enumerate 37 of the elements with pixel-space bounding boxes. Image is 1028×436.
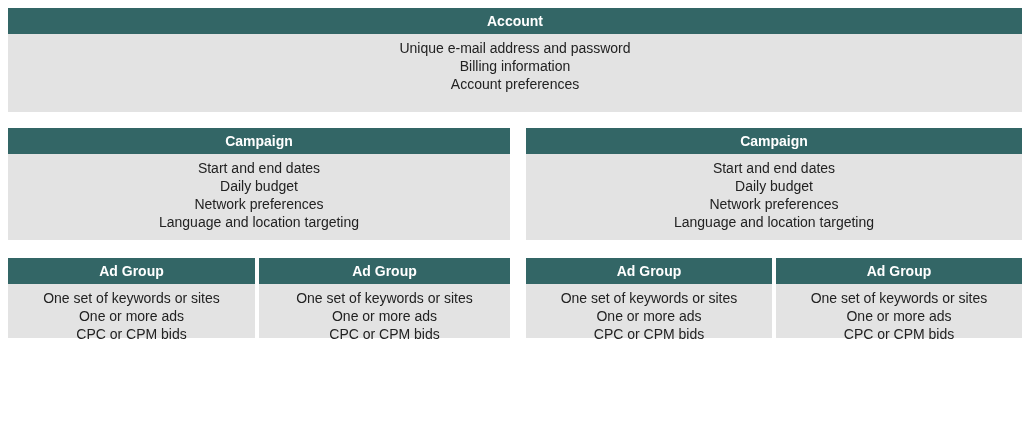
card-text: Daily budget [220,178,298,194]
info-card [526,258,772,338]
info-card [8,258,255,338]
card-text: One set of keywords or sites [560,290,738,306]
card-text: One or more ads [331,308,438,324]
card-header: Campaign [526,128,1022,154]
info-card [526,128,1022,240]
card-header: Ad Group [776,258,1022,284]
card-text: Network preferences [709,196,839,212]
card-text: Account preferences [450,76,580,92]
card-text: One set of keywords or sites [43,290,220,306]
card-text: Daily budget [735,178,813,194]
card-header: Ad Group [8,258,255,284]
card-text: Start and end dates [197,160,321,176]
card-text: One or more ads [846,308,952,324]
card-text: CPC or CPM bids [593,326,705,342]
info-card [8,8,1022,112]
card-text: One or more ads [596,308,702,324]
card-header: Ad Group [259,258,510,284]
info-card [776,258,1022,338]
card-header: Account [8,8,1022,34]
info-card [259,258,510,338]
card-text: CPC or CPM bids [329,326,440,342]
card-text: One set of keywords or sites [296,290,473,306]
card-text: Language and location targeting [673,214,875,230]
card-text: Language and location targeting [158,214,360,230]
card-text: One set of keywords or sites [810,290,988,306]
card-text: Unique e-mail address and password [399,40,631,56]
card-text: One or more ads [78,308,185,324]
card-text: Billing information [459,58,571,74]
card-text: Network preferences [194,196,324,212]
card-text: CPC or CPM bids [76,326,187,342]
card-text: Start and end dates [712,160,836,176]
card-header: Campaign [8,128,510,154]
info-card [8,128,510,240]
card-text: CPC or CPM bids [843,326,955,342]
card-header: Ad Group [526,258,772,284]
